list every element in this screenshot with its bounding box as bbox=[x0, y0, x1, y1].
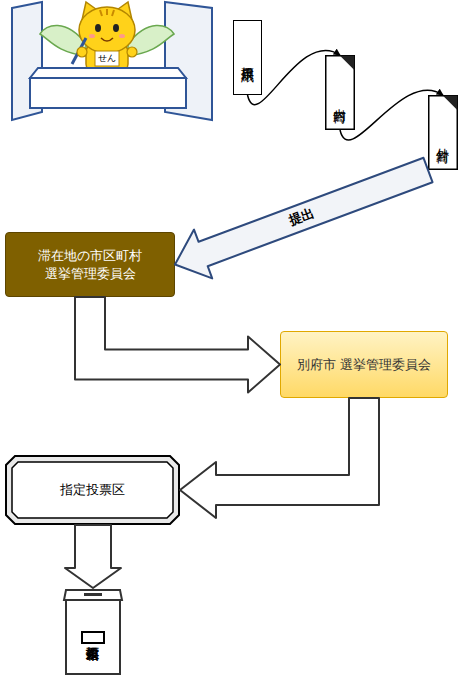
block-arrow bbox=[180, 398, 379, 518]
mascot-sign-text: せん bbox=[95, 51, 119, 66]
node-text: 投票箱 bbox=[81, 631, 105, 644]
curved-arrow bbox=[340, 90, 443, 140]
beppu-election-committee-box: 別府市 選挙管理委員会 bbox=[280, 331, 448, 398]
designated-precinct-box: 指定投票区 bbox=[5, 455, 180, 525]
envelope-outline bbox=[428, 95, 458, 170]
inner-envelope-tag: 内封筒 bbox=[325, 55, 355, 130]
node-text: 内封筒 bbox=[331, 98, 349, 101]
block-arrow bbox=[65, 525, 121, 588]
outer-envelope-tag: 外封筒 bbox=[428, 95, 458, 170]
node-text: 指定投票区 bbox=[60, 481, 125, 499]
node-text: 投票用紙 bbox=[239, 56, 257, 60]
node-text: 外封筒 bbox=[434, 138, 452, 141]
voting-booth-illustration bbox=[0, 0, 230, 130]
local-election-committee-box: 滞在地の市区町村 選挙管理委員会 bbox=[5, 232, 175, 297]
curved-arrow bbox=[248, 50, 341, 104]
node-text: 滞在地の市区町村 選挙管理委員会 bbox=[6, 247, 174, 282]
ballot-box: 投票箱 bbox=[62, 588, 124, 676]
block-arrow bbox=[175, 158, 433, 279]
edge-label: 提出 bbox=[286, 204, 317, 230]
node-text: 別府市 選挙管理委員会 bbox=[297, 356, 431, 374]
block-arrow bbox=[75, 297, 280, 393]
envelope-outline bbox=[325, 55, 355, 130]
ballot-paper-tag: 投票用紙 bbox=[233, 20, 262, 95]
